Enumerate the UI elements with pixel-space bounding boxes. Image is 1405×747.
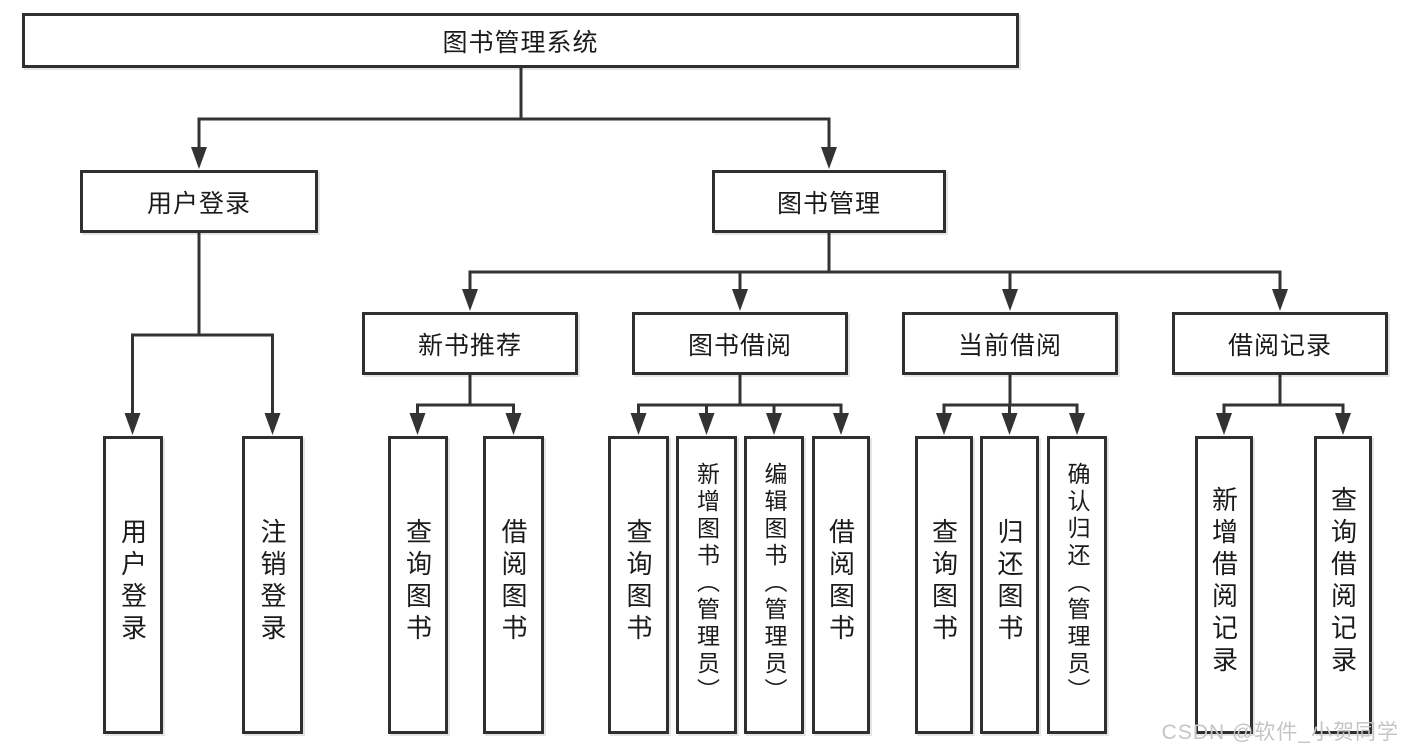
node-label: 图书借阅 <box>687 331 792 360</box>
node-library-system: 图书管理系统 <box>22 13 1019 68</box>
node-label: 借阅图书 <box>498 518 528 646</box>
leaf-add-borrow-record: 新增借阅记录 <box>1195 436 1253 734</box>
node-current-borrowing: 当前借阅 <box>902 312 1118 375</box>
watermark: CSDN @软件_小贺同学 <box>1161 721 1399 744</box>
node-label: 查询图书 <box>623 518 653 646</box>
node-label: 新增借阅记录 <box>1208 486 1239 678</box>
leaf-query-books-current: 查询图书 <box>915 436 973 734</box>
leaf-confirm-return-admin: 确认归还（管理员） <box>1047 436 1107 734</box>
node-label: 用户登录 <box>146 189 251 218</box>
node-label: 图书管理系统 <box>442 28 599 57</box>
node-borrowing-records: 借阅记录 <box>1172 312 1388 375</box>
leaf-user-login: 用户登录 <box>103 436 163 734</box>
leaf-query-borrow-record: 查询借阅记录 <box>1314 436 1372 734</box>
leaf-edit-book-admin: 编辑图书（管理员） <box>744 436 804 734</box>
node-label: 编辑图书（管理员） <box>761 461 787 705</box>
node-label: 借阅图书 <box>825 518 856 646</box>
leaf-query-books-recommend: 查询图书 <box>388 436 448 734</box>
leaf-logout: 注销登录 <box>242 436 303 734</box>
node-new-book-recommend: 新书推荐 <box>362 312 578 375</box>
node-user-login: 用户登录 <box>80 170 318 233</box>
leaf-borrow-books-recommend: 借阅图书 <box>483 436 544 734</box>
arrowheads <box>124 147 1351 435</box>
node-label: 查询图书 <box>928 518 959 646</box>
leaf-query-books-borrowing: 查询图书 <box>608 436 669 734</box>
node-label: 查询借阅记录 <box>1327 486 1358 678</box>
leaf-return-book: 归还图书 <box>980 436 1039 734</box>
node-label: 查询图书 <box>402 518 433 646</box>
node-book-management: 图书管理 <box>712 170 946 233</box>
leaf-borrow-book: 借阅图书 <box>812 436 870 734</box>
node-label: 用户登录 <box>117 518 148 646</box>
node-label: 注销登录 <box>257 518 287 646</box>
node-label: 当前借阅 <box>957 331 1062 360</box>
node-label: 新书推荐 <box>417 331 522 360</box>
node-label: 新增图书（管理员） <box>693 461 720 705</box>
leaf-add-book-admin: 新增图书（管理员） <box>676 436 737 734</box>
node-book-borrowing: 图书借阅 <box>632 312 848 375</box>
node-label: 图书管理 <box>776 189 881 218</box>
node-label: 确认归还（管理员） <box>1064 461 1090 705</box>
node-label: 归还图书 <box>994 518 1024 646</box>
node-label: 借阅记录 <box>1227 331 1332 360</box>
